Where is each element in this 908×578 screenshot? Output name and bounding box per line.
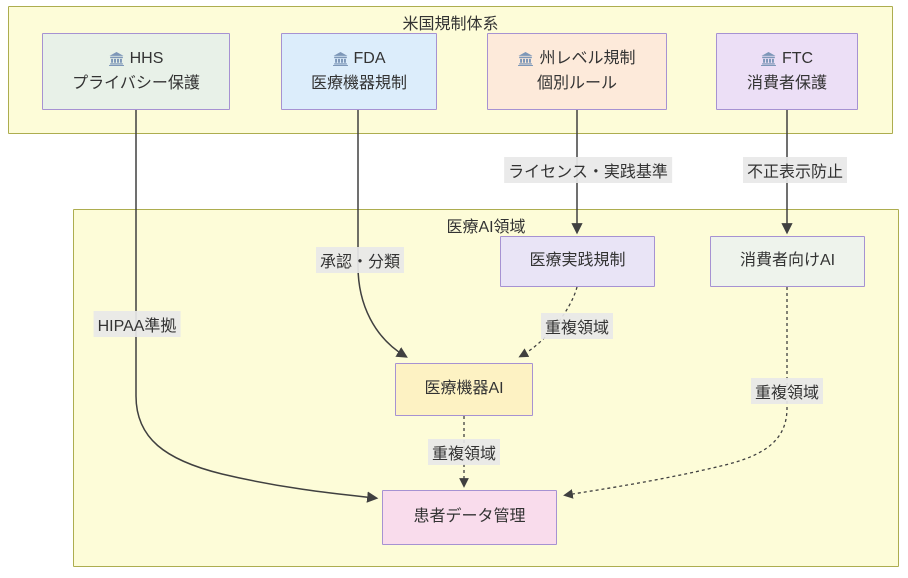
- landmark-icon: [332, 52, 348, 67]
- node-hhs-title-row: HHS: [108, 47, 164, 72]
- node-patient-data-management: 患者データ管理: [382, 490, 557, 545]
- edge-label-fraud: 不正表示防止: [742, 157, 848, 183]
- node-fda-title: FDA: [353, 49, 386, 67]
- node-ftc: FTC 消費者保護: [716, 33, 858, 110]
- edge-label-overlap-device-patient: 重複領域: [427, 439, 501, 465]
- edge-label-hipaa: HIPAA準拠: [93, 311, 181, 337]
- node-fda-subtitle: 医療機器規制: [310, 74, 407, 92]
- node-device-label: 医療機器AI: [424, 380, 504, 398]
- node-medical-practice-regulation: 医療実践規制: [500, 236, 655, 287]
- node-state-regulation: 州レベル規制 個別ルール: [487, 33, 667, 110]
- node-state-title: 州レベル規制: [539, 49, 636, 67]
- group-medical-ai-title: 医療AI領域: [446, 219, 526, 236]
- node-medical-device-ai: 医療機器AI: [395, 363, 533, 416]
- node-hhs: HHS プライバシー保護: [42, 33, 230, 110]
- landmark-icon: [518, 52, 534, 67]
- node-fda-title-row: FDA: [332, 47, 386, 72]
- edge-label-overlap-practice-device: 重複領域: [540, 313, 614, 339]
- landmark-icon: [108, 52, 124, 67]
- node-practice-label: 医療実践規制: [529, 252, 626, 270]
- node-state-subtitle: 個別ルール: [536, 74, 617, 92]
- node-hhs-subtitle: プライバシー保護: [72, 74, 200, 92]
- node-ftc-subtitle: 消費者保護: [746, 74, 827, 92]
- landmark-icon: [760, 52, 776, 67]
- node-consumer-ai: 消費者向けAI: [710, 236, 865, 287]
- node-patient-label: 患者データ管理: [413, 508, 526, 526]
- node-state-title-row: 州レベル規制: [518, 47, 636, 72]
- edge-label-overlap-consumer-patient: 重複領域: [750, 378, 824, 404]
- node-ftc-title-row: FTC: [760, 47, 814, 72]
- node-fda: FDA 医療機器規制: [281, 33, 437, 110]
- edge-label-license: ライセンス・実践基準: [504, 157, 672, 183]
- group-us-regulatory-title: 米国規制体系: [402, 16, 499, 33]
- node-consumer-label: 消費者向けAI: [739, 252, 836, 270]
- node-ftc-title: FTC: [781, 49, 814, 67]
- node-hhs-title: HHS: [129, 49, 164, 67]
- edge-label-approval: 承認・分類: [315, 247, 405, 273]
